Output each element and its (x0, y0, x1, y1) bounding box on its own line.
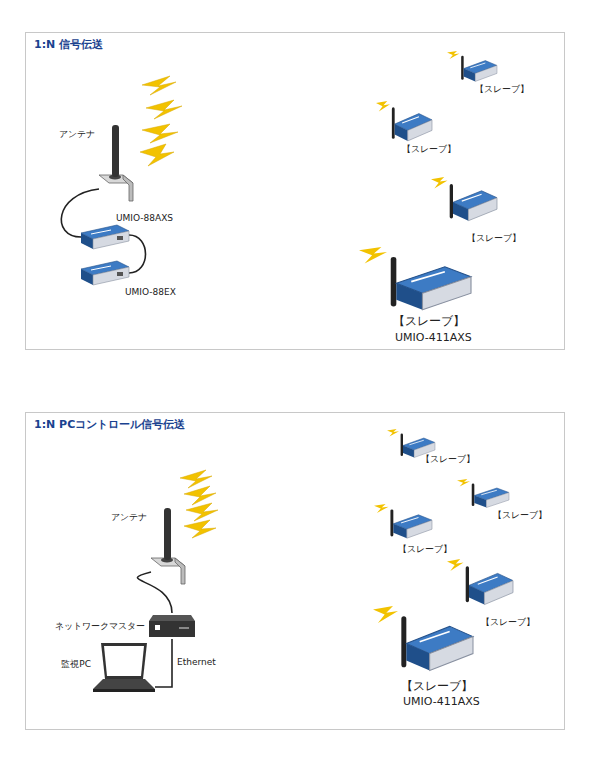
slave-device: 【スレーブ】 (374, 504, 432, 540)
device-label: 【スレーブ】 (421, 454, 475, 464)
ant-device: アンテナ (99, 123, 139, 201)
slave-illustration (447, 51, 497, 83)
label-holder: 【スレーブ】 (401, 680, 473, 694)
label-holder: 【スレーブ】 (421, 454, 475, 464)
label-holder: アンテナ (59, 129, 95, 139)
dev-device: UMIO-88AXS (81, 225, 129, 249)
dev-illustration (81, 225, 129, 249)
panel-heading: 1:N PCコントロール信号伝送 (34, 418, 185, 431)
slave-illustration (457, 479, 509, 509)
label-holder: 【スレーブ】 (475, 84, 529, 94)
panel-frame: 1:N PCコントロール信号伝送アンテナネットワークマスター監視PC【スレーブ】… (25, 412, 565, 730)
slave-device: 【スレーブ】UMIO-411AXS (373, 606, 473, 674)
label-holder: 監視PC (61, 659, 91, 669)
slave-illustration (431, 177, 497, 223)
label-holder: 【スレーブ】 (402, 144, 456, 154)
device-label: 【スレーブ】 (467, 233, 521, 243)
cable (129, 235, 146, 273)
ant-illustration (151, 506, 191, 584)
label-holder: 【スレーブ】 (493, 510, 547, 520)
dev-device: UMIO-88EX (81, 261, 129, 285)
slave-device: 【スレーブ】 (457, 479, 509, 509)
device-label: アンテナ (59, 129, 95, 139)
cable (61, 189, 99, 237)
label-holder: ネットワークマスター (55, 621, 145, 631)
slave-illustration (359, 247, 471, 313)
slave-device: 【スレーブ】 (447, 559, 513, 607)
pc-illustration (93, 641, 155, 693)
cable (155, 639, 172, 687)
master-illustration (149, 613, 195, 639)
panel-frame: 1:N 信号伝送アンテナUMIO-88AXSUMIO-88EX【スレーブ】【スレ… (25, 32, 565, 350)
device-label: UMIO-411AXS (395, 331, 472, 344)
label-holder: 1:N PCコントロール信号伝送 (34, 419, 185, 432)
device-label: 【スレーブ】 (481, 617, 535, 627)
pc-device: 監視PC (93, 641, 155, 693)
slave-illustration (376, 101, 432, 143)
label-holder: 1:N 信号伝送 (34, 39, 103, 52)
device-label: 【スレーブ】 (493, 510, 547, 520)
label-holder: UMIO-411AXS (395, 332, 472, 345)
label-holder: UMIO-411AXS (403, 696, 480, 709)
device-label: UMIO-411AXS (403, 695, 480, 708)
device-label: 【スレーブ】 (393, 314, 465, 328)
label-holder: UMIO-88EX (125, 287, 176, 297)
label-holder: アンテナ (111, 512, 147, 522)
device-label: アンテナ (111, 512, 147, 522)
master-device: ネットワークマスター (149, 613, 195, 639)
device-label: ネットワークマスター (55, 621, 145, 631)
label-holder: 【スレーブ】 (398, 544, 452, 554)
device-label: UMIO-88AXS (116, 213, 173, 223)
label-holder: UMIO-88AXS (116, 213, 173, 223)
slave-illustration (373, 606, 473, 674)
device-label: UMIO-88EX (125, 287, 176, 297)
slave-device: 【スレーブ】 (447, 51, 497, 83)
device-label: 【スレーブ】 (398, 544, 452, 554)
cable (137, 572, 172, 613)
label-holder: 【スレーブ】 (481, 617, 535, 627)
dev-illustration (81, 261, 129, 285)
device-label: 【スレーブ】 (475, 84, 529, 94)
slave-device: 【スレーブ】 (431, 177, 497, 223)
device-label: 監視PC (61, 659, 91, 669)
panel-heading: 1:N 信号伝送 (34, 38, 103, 51)
label-holder: 【スレーブ】 (467, 233, 521, 243)
ant-illustration (99, 123, 139, 201)
ant-device: アンテナ (151, 506, 191, 584)
slave-illustration (447, 559, 513, 607)
slave-illustration (374, 504, 432, 540)
slave-device: 【スレーブ】UMIO-411AXS (359, 247, 471, 313)
label-holder: 【スレーブ】 (393, 315, 465, 329)
slave-device: 【スレーブ】 (387, 429, 435, 459)
device-label: 【スレーブ】 (401, 679, 473, 693)
slave-device: 【スレーブ】 (376, 101, 432, 143)
device-label: 【スレーブ】 (402, 144, 456, 154)
cable-label: Ethernet (176, 657, 217, 667)
